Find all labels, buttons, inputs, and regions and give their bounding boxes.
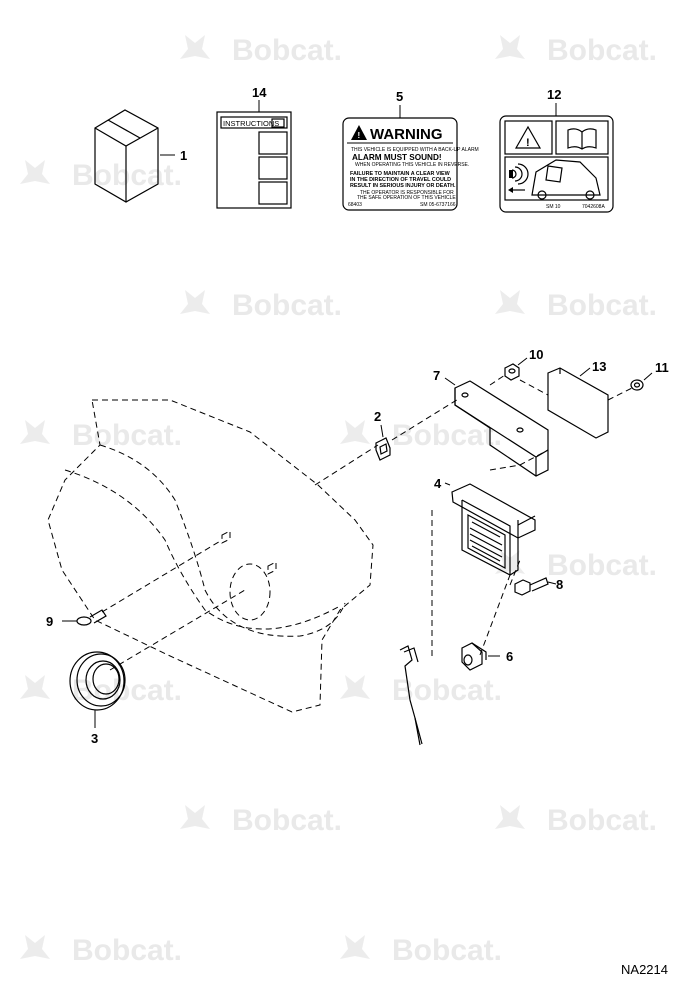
callout-8: 8	[556, 577, 563, 592]
kit-box	[94, 109, 175, 203]
callout-1: 1	[180, 148, 187, 163]
watermark-layer: Bobcat. Bobcat. Bobcat. Bobcat. Bobcat. …	[20, 34, 657, 967]
wire-connector	[461, 642, 500, 671]
warning-line8: THE SAFE OPERATION OF THIS VEHICLE	[357, 195, 456, 201]
warning-line6: RESULT IN SERIOUS INJURY OR DEATH.	[350, 183, 456, 189]
watermark-logo-icon: Bobcat.	[340, 934, 502, 967]
instructions-title: INSTRUCTIONS	[223, 119, 279, 128]
instructions-sheet: INSTRUCTIONS	[216, 100, 292, 209]
callout-6: 6	[506, 649, 513, 664]
watermark-text: Bobcat.	[547, 549, 657, 582]
manual-book-icon	[567, 128, 597, 150]
watermark-logo-icon: Bobcat.	[20, 674, 182, 707]
watermark-text: Bobcat.	[547, 804, 657, 837]
warning-line2: ALARM MUST SOUND!	[352, 153, 442, 162]
warning-line5: IN THE DIRECTION OF TRAVEL COULD	[350, 177, 451, 183]
watermark-logo-icon: Bobcat.	[180, 34, 342, 67]
rubber-grommet	[69, 651, 126, 728]
speaker-grille-icon	[469, 521, 503, 562]
callout-4: 4	[434, 476, 442, 491]
warning-decal: ! WARNING THIS VEHICLE IS EQUIPPED WITH …	[342, 105, 479, 211]
warning-line7: THE OPERATOR IS RESPONSIBLE FOR	[360, 190, 454, 196]
hazard-triangle-icon	[514, 125, 542, 149]
watermark-text: Bobcat.	[72, 419, 182, 452]
pictorial-code-right: 7042608A	[582, 204, 605, 210]
watermark-logo-icon: Bobcat.	[180, 289, 342, 322]
callout-10: 10	[529, 347, 543, 362]
watermark-logo-icon: Bobcat.	[495, 289, 657, 322]
shim-plate	[547, 367, 609, 439]
svg-text:!: !	[358, 131, 361, 140]
watermark-logo-icon: Bobcat.	[180, 804, 342, 837]
watermark-logo-icon: Bobcat.	[20, 159, 182, 192]
pictorial-code-left: SM 10	[546, 204, 561, 210]
pictorial-decal: ! SM 10 7042608A	[499, 103, 614, 213]
loader-side-panel	[47, 399, 374, 713]
callout-12: 12	[547, 87, 561, 102]
warning-line1: THIS VEHICLE IS EQUIPPED WITH A BACK-UP …	[351, 147, 479, 153]
svg-text:!: !	[526, 137, 530, 149]
carriage-bolt	[62, 609, 107, 626]
hex-bolt	[514, 577, 557, 596]
watermark-text: Bobcat.	[232, 34, 342, 67]
warning-header: WARNING	[370, 126, 443, 143]
wire-harness	[399, 645, 423, 746]
warning-triangle-icon	[351, 125, 367, 140]
warning-line3: WHEN OPERATING THIS VEHICLE IN REVERSE.	[355, 162, 469, 168]
warning-code-left: 68403	[348, 202, 362, 208]
callout-3: 3	[91, 731, 98, 746]
clip-nut	[375, 424, 391, 461]
warning-code-right: SM 05-6737166	[420, 202, 456, 208]
callout-11: 11	[655, 360, 669, 375]
watermark-text: Bobcat.	[392, 934, 502, 967]
callout-5: 5	[396, 89, 403, 104]
callout-14: 14	[252, 85, 267, 100]
callout-9: 9	[46, 614, 53, 629]
loader-silhouette-icon	[531, 159, 601, 196]
hex-nut-10	[504, 357, 528, 381]
watermark-logo-icon: Bobcat.	[20, 419, 182, 452]
watermark-logo-icon: Bobcat.	[340, 419, 502, 452]
watermark-text: Bobcat.	[72, 674, 182, 707]
watermark-text: Bobcat.	[547, 34, 657, 67]
watermark-logo-icon: Bobcat.	[495, 549, 657, 582]
callout-2: 2	[374, 409, 381, 424]
sound-wave-icon	[511, 169, 517, 179]
watermark-text: Bobcat.	[232, 804, 342, 837]
assembly-lines	[101, 374, 633, 671]
watermark-text: Bobcat.	[72, 934, 182, 967]
watermark-logo-icon: Bobcat.	[495, 34, 657, 67]
lock-washer	[630, 372, 653, 391]
watermark-text: Bobcat.	[232, 289, 342, 322]
watermark-logo-icon: Bobcat.	[340, 674, 502, 707]
callout-13: 13	[592, 359, 606, 374]
figure-id: NA2214	[621, 962, 668, 977]
watermark-text: Bobcat.	[547, 289, 657, 322]
watermark-logo-icon: Bobcat.	[495, 804, 657, 837]
watermark-logo-icon: Bobcat.	[20, 934, 182, 967]
watermark-text: Bobcat.	[72, 159, 182, 192]
backup-alarm	[444, 482, 536, 576]
warning-line4: FAILURE TO MAINTAIN A CLEAR VIEW	[350, 171, 451, 177]
callout-7: 7	[433, 368, 440, 383]
